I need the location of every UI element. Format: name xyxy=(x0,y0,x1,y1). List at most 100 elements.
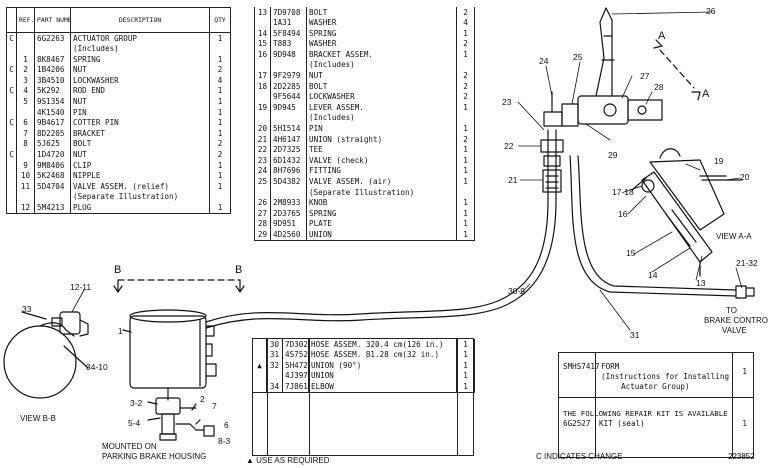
ref-number xyxy=(254,187,271,198)
section-line-aa xyxy=(653,39,701,101)
part-description: NUT xyxy=(306,70,457,82)
part-description: NUT xyxy=(70,149,210,161)
change-mark xyxy=(6,160,17,171)
change-mark xyxy=(6,96,17,108)
part-description: KNOB xyxy=(306,197,457,209)
part-description: ACTUATOR GROUP xyxy=(70,32,210,44)
repair-kit-part-number: 6G2527 xyxy=(563,419,591,428)
form-qty-divider xyxy=(732,353,733,457)
part-number: 4H6147 xyxy=(270,134,307,145)
actuator-cylinder xyxy=(122,309,217,441)
ref-number xyxy=(254,59,271,71)
part-description: SPRING xyxy=(306,208,457,219)
quantity: 1 xyxy=(209,160,231,171)
leader-lines xyxy=(71,11,743,331)
ref-number xyxy=(254,17,271,29)
callout-23: 23 xyxy=(502,97,512,107)
fitting-stack xyxy=(540,91,564,193)
callout-12-11: 12-11 xyxy=(70,282,92,292)
callout-20: 20 xyxy=(740,172,750,182)
ref-number: 9 xyxy=(16,160,35,171)
callout-17-18: 17-18 xyxy=(612,187,634,197)
change-mark: C xyxy=(6,64,17,76)
callout-24: 24 xyxy=(539,56,549,66)
ref-number: 12 xyxy=(16,202,35,215)
quantity: 2 xyxy=(456,70,475,82)
parts-row: (Includes) xyxy=(6,43,231,55)
callout-29: 29 xyxy=(608,150,618,160)
hose-assembly-31 xyxy=(569,155,755,299)
part-description: NUT xyxy=(70,64,210,76)
form-label: FORM xyxy=(601,362,620,371)
ref-number: 30 xyxy=(266,339,283,350)
parts-row: (Separate Illustration) xyxy=(6,191,231,203)
part-number: 9D951 xyxy=(270,218,307,230)
quantity: 1 xyxy=(456,197,475,209)
quantity: 1 xyxy=(209,107,231,118)
part-description: VALVE (check) xyxy=(306,155,457,166)
part-number: 2D2285 xyxy=(270,81,307,92)
ref-number xyxy=(16,107,35,118)
quantity: 1 xyxy=(456,370,475,382)
callout-13: 13 xyxy=(696,278,706,288)
part-number: 3B4510 xyxy=(34,75,71,86)
required-mark xyxy=(252,370,267,382)
part-number: 4S7528 xyxy=(282,349,309,361)
change-mark: C xyxy=(6,32,17,44)
part-number: 5D4382 xyxy=(270,176,307,188)
mounted-on-label: MOUNTED ON xyxy=(102,442,157,451)
valve-label: VALVE xyxy=(722,326,747,335)
quantity: 1 xyxy=(456,155,475,166)
quantity: 1 xyxy=(456,102,475,113)
quantity: 1 xyxy=(456,349,475,361)
part-description: (Separate Illustration) xyxy=(70,191,210,203)
part-number: 5F8494 xyxy=(270,28,307,39)
part-number: 7D9708 xyxy=(270,7,307,18)
part-number: 5M4213 xyxy=(34,202,71,215)
part-number: 2M8933 xyxy=(270,197,307,209)
quantity: 2 xyxy=(209,149,231,161)
ref-number: 17 xyxy=(254,70,271,82)
part-description: WASHER xyxy=(306,38,457,50)
ref-number: 8 xyxy=(16,138,35,150)
part-description: (Includes) xyxy=(70,43,210,55)
ref-number: 7 xyxy=(16,128,35,139)
ref-number: 29 xyxy=(254,229,271,242)
ref-number: 24 xyxy=(254,165,271,177)
part-number xyxy=(270,59,307,71)
part-description: PLATE xyxy=(306,218,457,230)
callout-7: 7 xyxy=(212,401,217,411)
part-number: 8K8467 xyxy=(34,54,71,65)
form-and-kit-box: SMHS7417 FORM (Instructions for Installi… xyxy=(558,352,754,458)
parts-row: (Includes) xyxy=(254,59,475,71)
part-description: (Separate Illustration) xyxy=(306,187,457,198)
change-mark xyxy=(6,75,17,86)
change-mark xyxy=(6,54,17,65)
part-description: COTTER PIN xyxy=(70,117,210,129)
quantity: 2 xyxy=(456,134,475,145)
part-description: SPRING xyxy=(306,28,457,39)
part-number: 5D4704 xyxy=(34,181,71,192)
ref-number: 1 xyxy=(16,54,35,65)
change-mark: C xyxy=(6,117,17,129)
form-row: SMHS7417 FORM (Instructions for Installi… xyxy=(561,359,751,393)
quantity: 2 xyxy=(209,64,231,76)
required-mark xyxy=(252,349,267,361)
part-description: LOCKWASHER xyxy=(306,91,457,103)
part-description: UNION xyxy=(308,370,457,382)
callout-22: 22 xyxy=(504,141,514,151)
part-description: UNION xyxy=(306,229,457,242)
change-mark xyxy=(6,181,17,192)
ref-number xyxy=(254,91,271,103)
quantity: 4 xyxy=(456,17,475,29)
ref-number: 6 xyxy=(16,117,35,129)
part-number: 1B4206 xyxy=(34,64,71,76)
part-number: 4J3974 xyxy=(282,370,309,382)
